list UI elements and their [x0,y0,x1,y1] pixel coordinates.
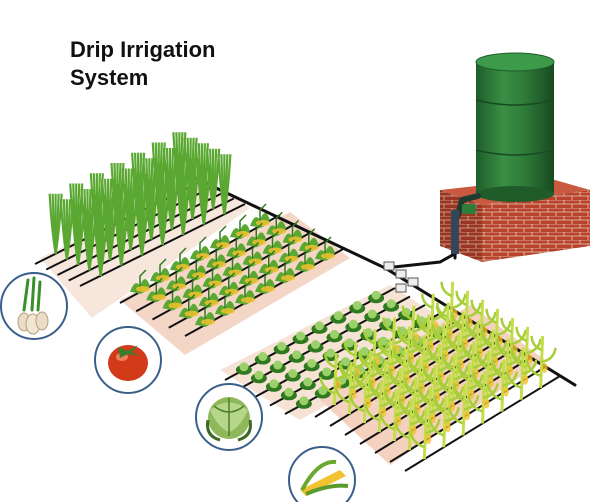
onion-plant [196,164,211,225]
cabbage-plant [273,341,290,355]
cabbage-plant [383,299,400,312]
cabbage-plant [284,369,301,382]
tank-valve [451,193,481,254]
cabbage-plant [254,352,271,365]
tomato-plant [146,277,167,303]
tomato-plant [315,236,335,261]
cabbage-plant [280,387,297,401]
tomato-plant [246,222,267,248]
tomato-plant [278,239,299,264]
cabbage-plant [311,321,328,334]
cabbage-plant [364,309,381,322]
tomato-plant [150,258,170,283]
cabbage-plant [250,370,267,384]
maize-plant [334,362,366,415]
cabbage-plant [295,396,312,409]
tomato-plant [222,252,243,278]
tomato-plant [275,258,295,283]
maize-plant [447,383,480,436]
tomato-plant [190,236,210,261]
tomato-plant [230,214,250,239]
tomato-plant [238,261,259,286]
drip-line [254,304,426,398]
tomato-plant [210,225,230,250]
onion-plant [176,174,191,235]
cabbage-plant [368,290,385,304]
cabbage-plant [303,358,320,372]
tomato-plant [198,283,219,308]
title-line-1: Drip Irrigation [70,37,216,62]
maize-plant [379,389,411,442]
tomato-plant [215,291,235,316]
tomato-plant [242,241,263,267]
title-line-2: System [70,65,149,90]
corn-badge [288,446,356,502]
onion-plant [134,195,149,256]
crop-plants [48,132,557,460]
cabbage-plant [292,331,309,345]
tomato-plant [258,250,279,275]
tomato-plant [226,233,247,259]
tomato-plant [235,280,255,305]
cabbage-icon [206,397,252,442]
cabbage-plant [345,319,362,333]
maize-plant [349,371,381,424]
cabbage-plant [299,377,316,391]
tomato-plant [218,272,239,297]
corn-icon [300,459,349,496]
onion-icon [17,276,49,335]
tomato-plant [130,269,150,294]
cabbage-plant [307,340,324,353]
cabbage-plant [288,350,305,363]
tomato-plant [166,266,187,292]
tomato-plant [170,247,190,272]
onion-plant [217,154,232,215]
tomato-plant [195,302,215,327]
cabbage-plant [318,367,335,380]
tomato-plant [250,203,270,228]
tomato-plant [162,285,183,311]
cabbage-plant [330,311,347,324]
drip-line [239,295,411,390]
tomato-plant [298,228,319,253]
cabbage-plant [235,362,252,375]
onion-plant [48,193,63,254]
tomato-plant [262,230,283,256]
cabbage-plant [326,329,343,343]
maize-plant [525,335,557,388]
diagram-title: Drip Irrigation System [70,36,215,92]
water-tank [475,52,555,202]
cabbage-plant [265,379,282,392]
onion-plant [93,215,108,276]
maize-plant [394,398,426,451]
pipe-connectors [383,261,419,293]
tomato-plant [206,244,227,270]
cabbage-plant [349,300,366,314]
tomato-plant [202,263,223,289]
onion-plant [59,199,74,260]
tomato-plant [282,219,303,245]
onion-plant [155,184,170,246]
maize-plant [506,347,538,400]
tomato-icon [108,345,148,381]
tomato-plant [255,269,275,294]
tomato-plant [295,247,315,272]
onion-plant [114,205,129,266]
cabbage-plant [269,360,286,374]
tomato-badge [94,326,162,394]
maize-plant [409,407,441,460]
maize-plant [364,380,396,433]
tomato-plant [178,294,199,319]
onion-badge [0,272,68,340]
tomato-plant [266,211,287,237]
onion-bed [40,178,250,318]
tomato-plant [186,255,207,281]
drip-line [224,287,396,381]
cabbage-badge [195,383,263,451]
tomato-plant [182,274,203,300]
maize-plant [319,353,351,406]
